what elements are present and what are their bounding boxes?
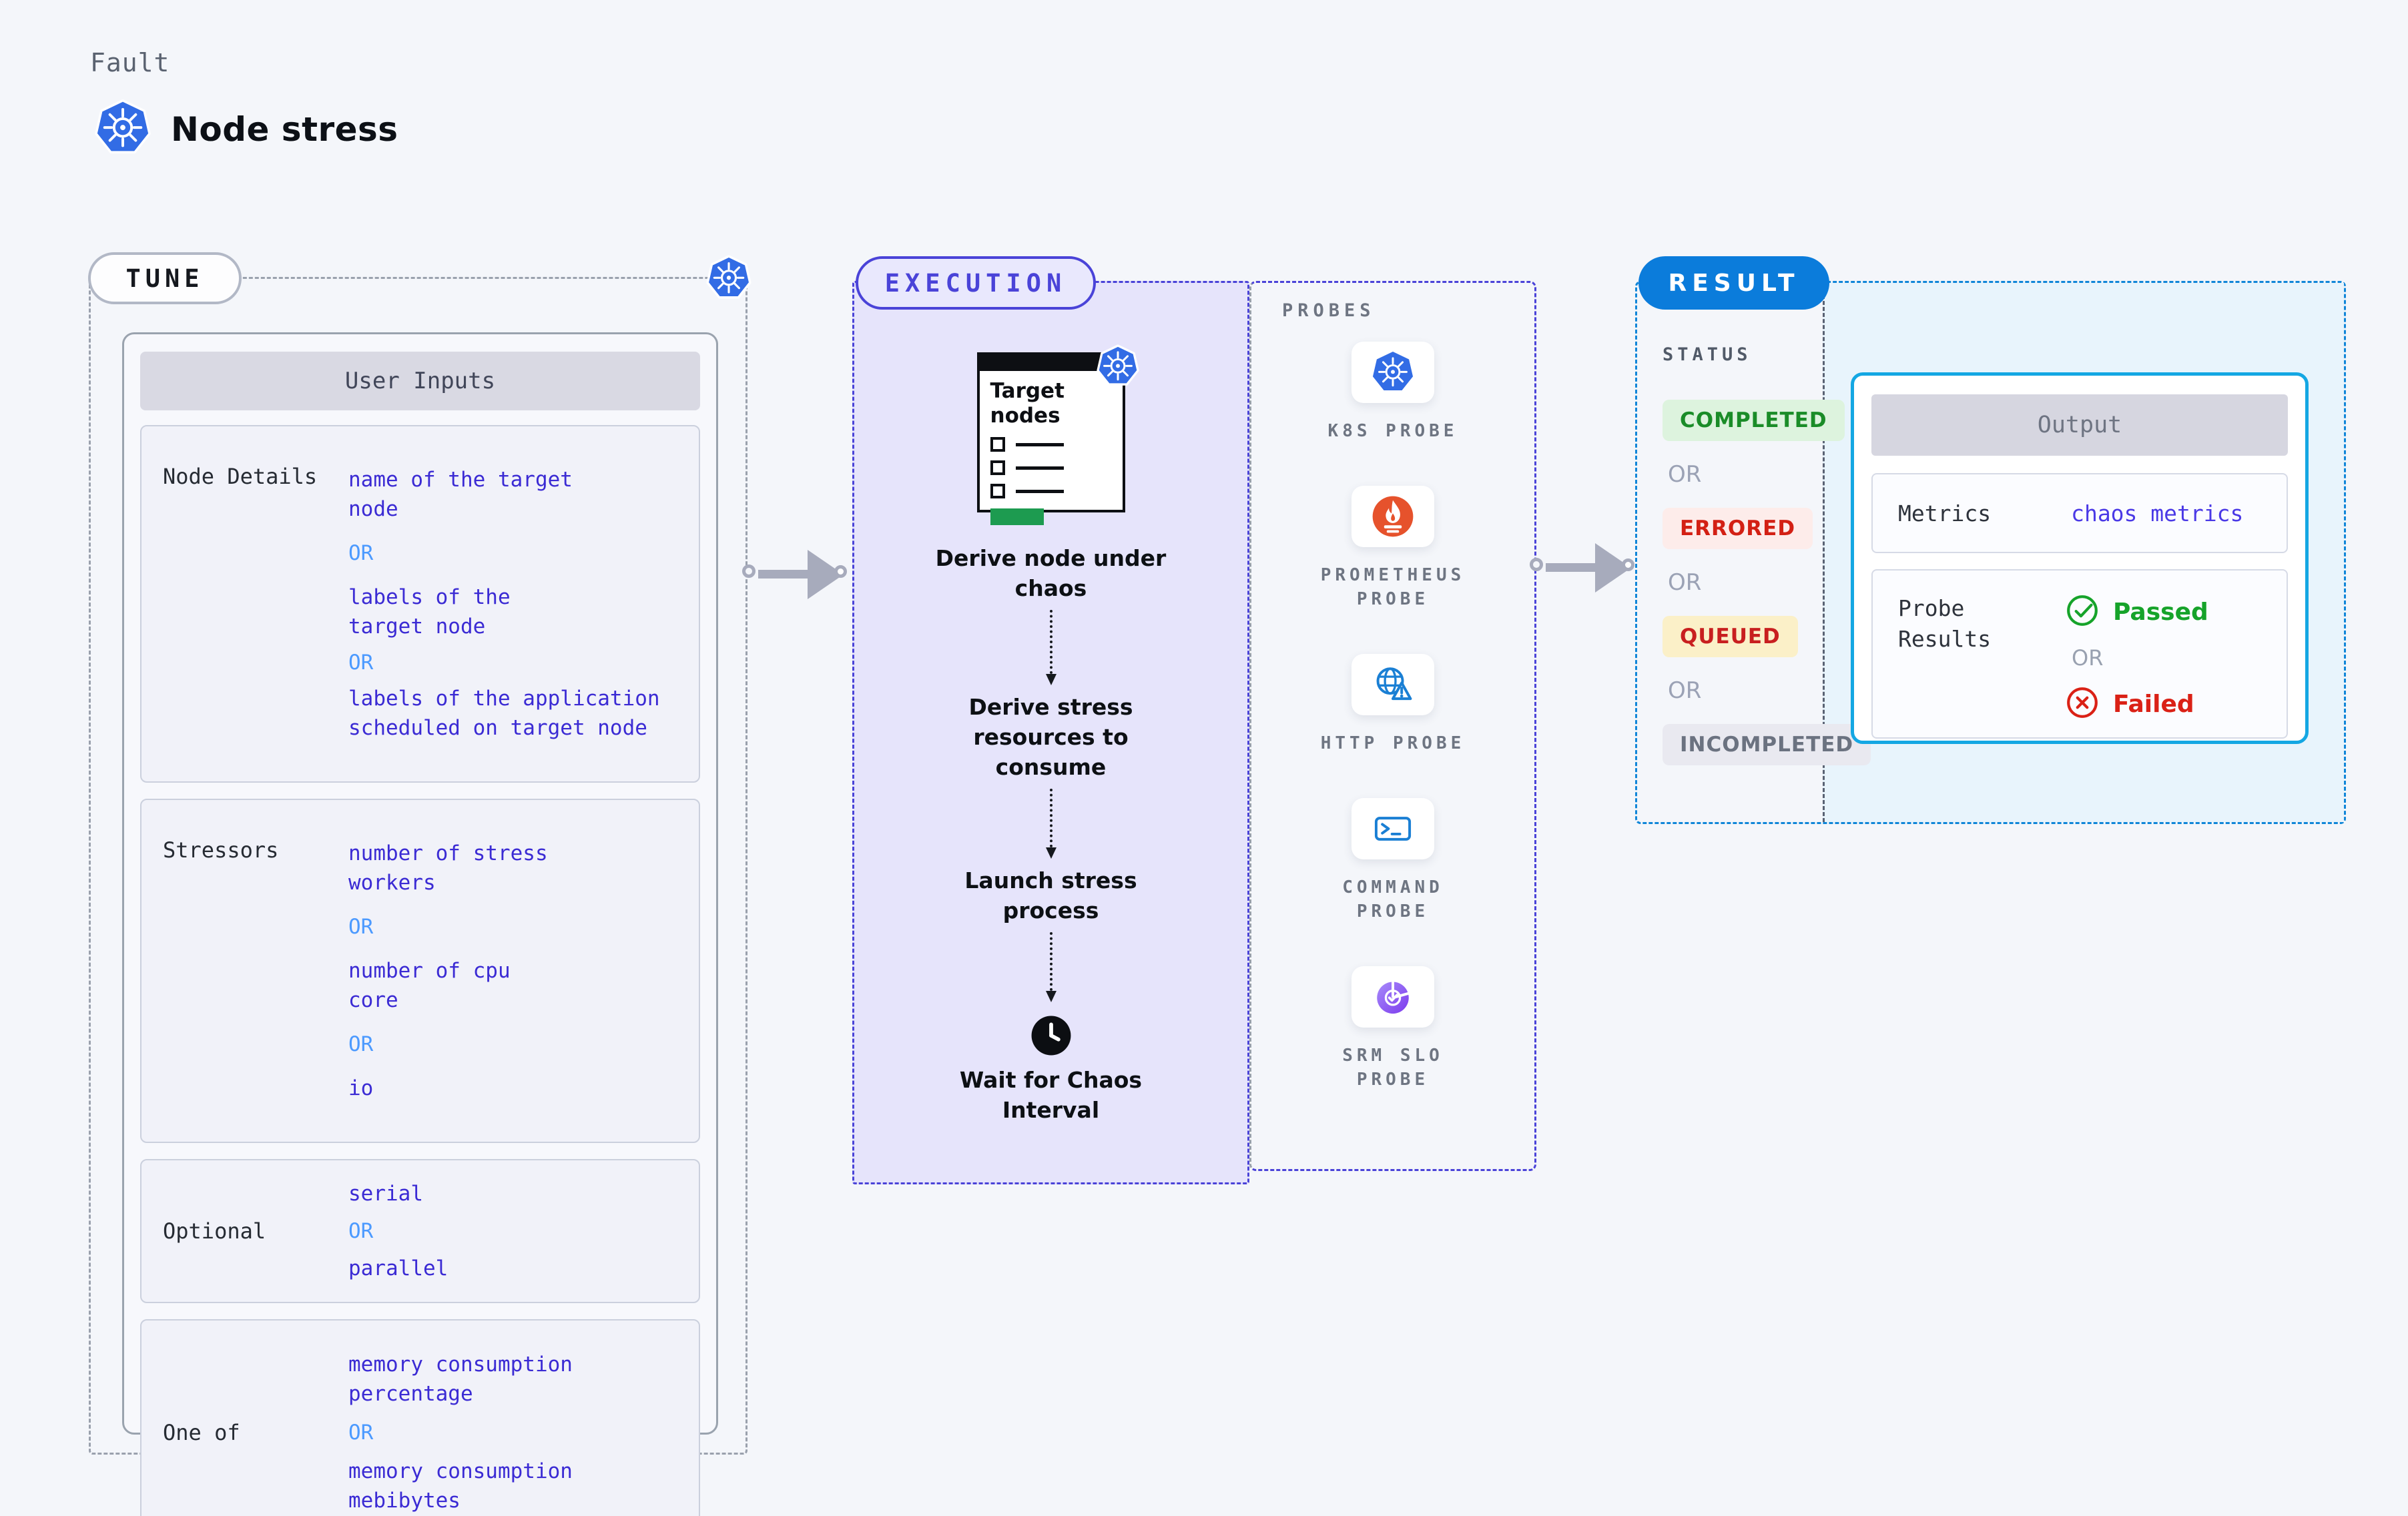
input-value: name of the target node: [348, 468, 573, 521]
probes-label: PROBES: [1282, 300, 1376, 321]
metrics-label: Metrics: [1898, 500, 1992, 526]
tune-section: TUNE User Inputs Node Details name of: [88, 252, 751, 1516]
checkbox-icon: [990, 484, 1005, 498]
row-label: One of: [163, 1420, 240, 1445]
or-separator: OR: [348, 1421, 374, 1445]
checkbox-icon: [990, 437, 1005, 452]
input-value: io: [348, 1076, 374, 1100]
input-value: serial: [348, 1182, 423, 1206]
clock-icon: [1030, 1014, 1073, 1057]
input-value: number of cpu core: [348, 959, 511, 1012]
execution-section: EXECUTION Target nodes: [852, 256, 1249, 1184]
result-pill: RESULT: [1638, 256, 1829, 310]
input-row-stressors: Stressors number of stress workers OR nu…: [140, 799, 700, 1143]
probe-name: PROMETHEUS PROBE: [1320, 565, 1466, 609]
probe-name: K8S PROBE: [1327, 421, 1458, 441]
result-divider: [1823, 283, 1825, 822]
checkbox-icon: [990, 460, 1005, 475]
probe-item-command: COMMAND PROBE: [1342, 798, 1444, 923]
input-value: parallel: [348, 1256, 448, 1280]
status-badge-queued: QUEUED: [1663, 616, 1798, 657]
input-value: memory consumption mebibytes: [348, 1459, 573, 1513]
down-arrow-icon: [1045, 932, 1057, 1002]
probe-results-label: Probe Results: [1898, 595, 1992, 652]
row-label: Optional: [163, 1218, 266, 1244]
result-section: RESULT STATUS COMPLETED OR ERRORED OR QU…: [1635, 256, 2346, 824]
failed-line: Failed: [2065, 685, 2208, 723]
or-separator: OR: [2072, 645, 2104, 671]
arrow-probes-to-result: [1530, 535, 1643, 599]
probes-section: PROBES K8S P: [1249, 281, 1536, 1171]
metrics-value: chaos metrics: [2071, 500, 2244, 526]
or-separator: OR: [1668, 569, 1702, 596]
or-separator: OR: [1668, 461, 1702, 488]
target-nodes-clipboard: Target nodes: [976, 344, 1139, 525]
http-globe-warning-icon: [1351, 654, 1434, 715]
down-arrow-icon: [1045, 610, 1057, 685]
checklist-row: [990, 460, 1112, 475]
execution-pill: EXECUTION: [856, 256, 1096, 310]
kubernetes-icon: [705, 255, 752, 302]
or-separator: OR: [348, 651, 374, 675]
input-row-one-of: One of memory consumption percentage OR …: [140, 1319, 700, 1516]
or-separator: OR: [348, 541, 374, 565]
status-badge-errored: ERRORED: [1663, 508, 1813, 549]
status-label: STATUS: [1663, 344, 1752, 365]
passed-line: Passed: [2065, 593, 2208, 631]
step-derive-stress: Derive stress resources to consume: [968, 694, 1133, 780]
input-row-node-details: Node Details name of the target node OR …: [140, 425, 700, 783]
row-label: Node Details: [163, 464, 318, 489]
input-value: labels of the application scheduled on t…: [348, 687, 660, 740]
status-badge-completed: COMPLETED: [1663, 400, 1845, 441]
probe-item-k8s: K8S PROBE: [1328, 342, 1458, 443]
status-badge-incompleted: INCOMPLETED: [1663, 724, 1871, 765]
status-column: STATUS COMPLETED OR ERRORED OR QUEUED OR…: [1663, 344, 1871, 765]
down-arrow-icon: [1045, 789, 1057, 859]
terminal-icon: [1351, 798, 1434, 859]
checklist-row: [990, 437, 1112, 452]
arrow-tune-to-execution: [742, 542, 856, 606]
clipboard-title: Target nodes: [990, 379, 1065, 428]
fault-category-label: Fault: [90, 48, 170, 77]
probe-name: SRM SLO PROBE: [1342, 1046, 1444, 1090]
step-launch-stress: Launch stress process: [964, 867, 1137, 923]
step-wait-chaos-interval: Wait for Chaos Interval: [959, 1067, 1143, 1123]
input-value: number of stress workers: [348, 841, 548, 895]
user-inputs-card: User Inputs Node Details name of the tar…: [122, 332, 718, 1516]
probe-item-http: HTTP PROBE: [1321, 654, 1466, 755]
step-derive-node: Derive node under chaos: [935, 545, 1167, 601]
prometheus-icon: [1351, 486, 1434, 547]
kubernetes-icon: [1096, 344, 1140, 388]
input-value: memory consumption percentage: [348, 1353, 573, 1406]
progress-bar: [990, 508, 1044, 525]
probe-results-row: Probe Results Passed OR: [1871, 569, 2288, 739]
x-circle-icon: [2065, 685, 2100, 723]
output-title: Output: [1871, 394, 2288, 456]
or-separator: OR: [1668, 677, 1702, 704]
failed-label: Failed: [2113, 690, 2194, 718]
kubernetes-icon: [93, 99, 152, 160]
probe-name: HTTP PROBE: [1320, 733, 1466, 753]
page-header: Node stress: [93, 99, 398, 160]
kubernetes-icon: [1351, 342, 1434, 403]
srm-slo-gauge-icon: [1351, 966, 1434, 1028]
output-card: Output Metrics chaos metrics Probe Resul…: [1851, 372, 2309, 744]
or-separator: OR: [348, 915, 374, 939]
checklist-row: [990, 484, 1112, 498]
user-inputs-title: User Inputs: [140, 352, 700, 410]
input-row-optional: Optional serial OR parallel: [140, 1159, 700, 1303]
probe-item-srm-slo: SRM SLO PROBE: [1342, 966, 1444, 1092]
page-title: Node stress: [171, 110, 398, 149]
row-label: Stressors: [163, 837, 279, 863]
or-separator: OR: [348, 1219, 374, 1243]
metrics-row: Metrics chaos metrics: [1871, 473, 2288, 553]
or-separator: OR: [348, 1032, 374, 1056]
check-circle-icon: [2065, 593, 2100, 631]
passed-label: Passed: [2113, 598, 2208, 626]
probe-name: COMMAND PROBE: [1342, 877, 1444, 921]
tune-pill: TUNE: [88, 252, 242, 304]
input-value: labels of the target node: [348, 585, 511, 639]
probe-item-prometheus: PROMETHEUS PROBE: [1321, 486, 1466, 611]
